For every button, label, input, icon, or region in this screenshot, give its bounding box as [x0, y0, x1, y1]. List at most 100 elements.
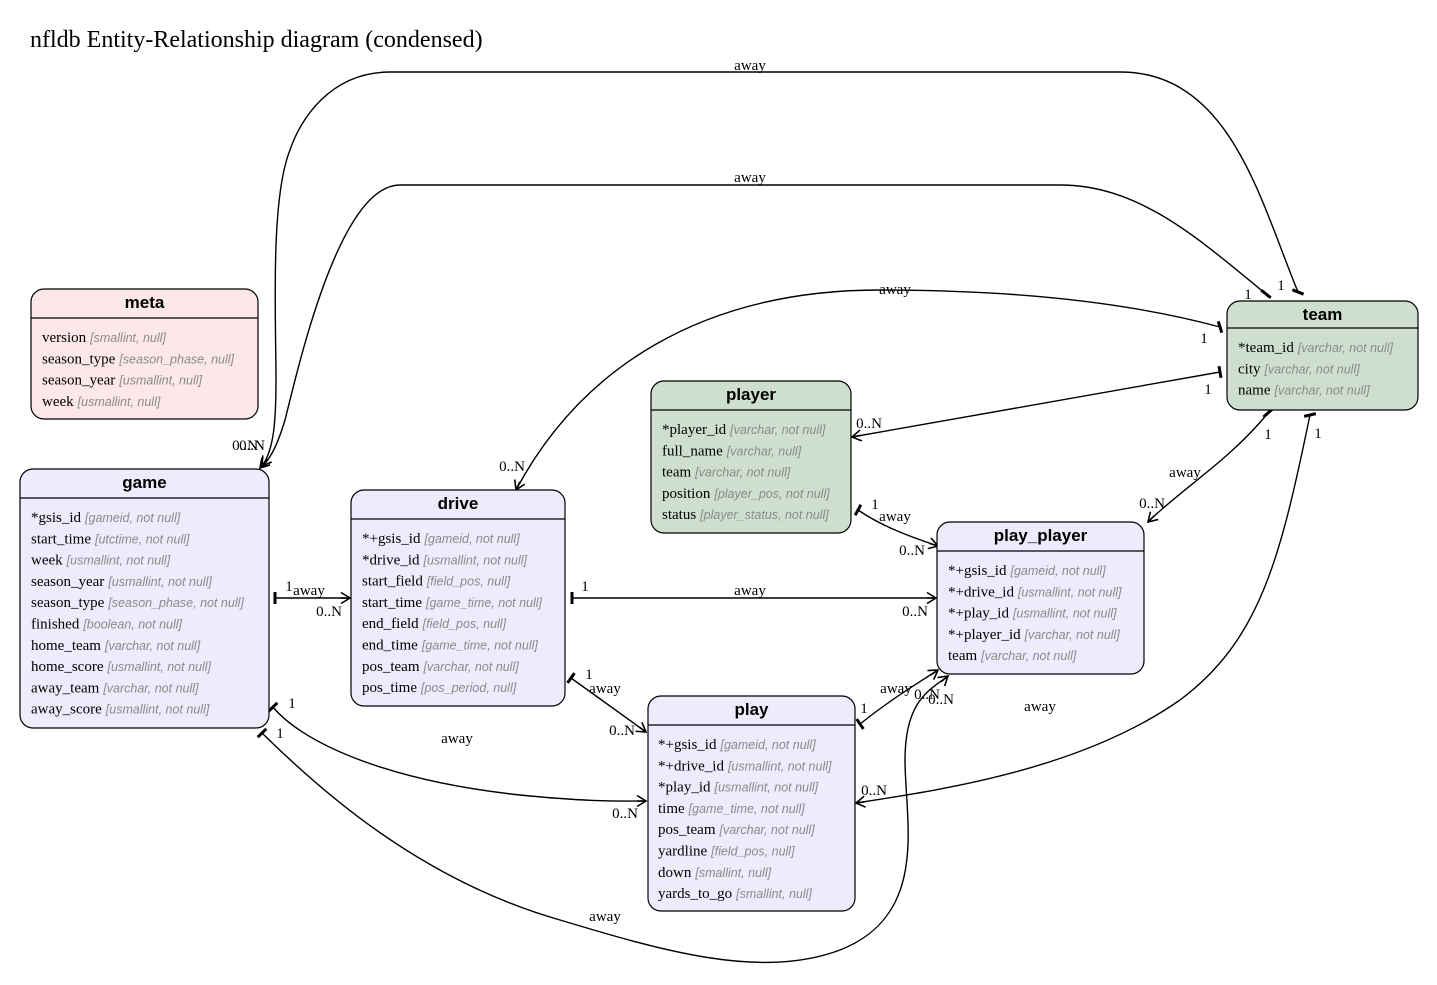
- field-name: season_year: [42, 373, 115, 389]
- relationship-line: [851, 371, 1221, 438]
- cardinality-one: 1: [1204, 382, 1212, 398]
- field-type: [player_pos, not null]: [713, 487, 830, 501]
- cardinality-many: 0..N: [861, 783, 887, 799]
- relationship-label: away: [1024, 699, 1056, 715]
- entity-field: pos_team[varchar, not null]: [658, 822, 815, 838]
- entity-title: play_player: [994, 526, 1088, 545]
- field-name: finished: [31, 617, 80, 633]
- entity-field: start_time[game_time, not null]: [362, 595, 543, 611]
- one-marker: [855, 718, 865, 730]
- entity-field: start_time[utctime, not null]: [31, 531, 190, 547]
- entity-game[interactable]: game*gsis_id[gameid, not null]start_time…: [19, 468, 270, 729]
- field-name: *gsis_id: [31, 510, 82, 526]
- many-marker: [926, 591, 938, 605]
- field-name: home_team: [31, 638, 101, 654]
- field-type: [varchar, null]: [726, 444, 802, 458]
- relationship-label: away: [589, 681, 621, 697]
- field-type: [varchar, not null]: [102, 681, 199, 695]
- many-marker: [854, 795, 867, 808]
- entity-field: *+gsis_id[gameid, not null]: [948, 563, 1106, 579]
- relationship-edges: [256, 71, 1317, 964]
- field-type: [usmallint, not null]: [1017, 585, 1122, 599]
- entity-team[interactable]: team*team_id[varchar, not null]city[varc…: [1226, 300, 1419, 411]
- relationship-line: [259, 184, 1267, 469]
- field-name: *+drive_id: [948, 584, 1014, 600]
- many-marker: [340, 591, 352, 605]
- field-type: [gameid, not null]: [1009, 564, 1106, 578]
- field-type: [utctime, not null]: [94, 532, 190, 546]
- relationship-label: away: [1169, 465, 1201, 481]
- many-marker: [513, 479, 526, 492]
- cardinality-one: 1: [288, 696, 296, 712]
- field-name: time: [658, 801, 685, 817]
- field-name: away_score: [31, 702, 102, 718]
- field-type: [usmallint, null]: [77, 395, 161, 409]
- entity-play[interactable]: play*+gsis_id[gameid, not null]*+drive_i…: [647, 695, 856, 912]
- entity-field: season_type[season_phase, not null]: [31, 595, 244, 611]
- cardinality-one: 1: [1314, 426, 1322, 442]
- field-type: [varchar, not null]: [719, 823, 816, 837]
- field-type: [usmallint, not null]: [107, 575, 212, 589]
- entity-box: [936, 521, 1145, 675]
- entity-box: [647, 695, 856, 912]
- field-type: [smallint, null]: [694, 866, 771, 880]
- entity-player[interactable]: player*player_id[varchar, not null]full_…: [650, 380, 852, 534]
- cardinality-many: 0..N: [612, 806, 638, 822]
- entity-field: *drive_id[usmallint, not null]: [362, 552, 528, 568]
- relationship-label: away: [879, 509, 911, 525]
- field-name: week: [42, 394, 74, 410]
- entity-field: pos_time[pos_period, null]: [362, 680, 517, 696]
- entity-field: *play_id[usmallint, not null]: [658, 780, 819, 796]
- cardinality-one: 1: [860, 701, 868, 717]
- field-type: [usmallint, not null]: [714, 781, 819, 795]
- entity-play-player[interactable]: play_player *+gsis_id[gameid, not null] *+…: [936, 521, 1145, 675]
- field-type: [game_time, not null]: [688, 802, 806, 816]
- field-name: *drive_id: [362, 552, 420, 568]
- field-type: [field_pos, null]: [426, 575, 511, 589]
- cardinality-one: 1: [276, 726, 284, 742]
- cardinality-one: 1: [285, 579, 293, 595]
- one-marker: [1291, 288, 1305, 296]
- entity-field: *+player_id[varchar, not null]: [948, 627, 1120, 643]
- field-name: start_time: [31, 531, 91, 547]
- field-name: week: [31, 553, 63, 569]
- one-marker: [853, 504, 863, 516]
- entity-field: *team_id[varchar, not null]: [1238, 340, 1394, 356]
- entity-field: start_field[field_pos, null]: [362, 574, 511, 590]
- many-marker: [635, 721, 648, 733]
- entity-title: play: [734, 700, 769, 719]
- field-name: status: [662, 507, 696, 523]
- cardinality-one: 1: [1200, 331, 1208, 347]
- many-marker: [927, 669, 940, 680]
- entity-title: drive: [438, 494, 479, 513]
- entity-field: away_score[usmallint, not null]: [31, 702, 210, 718]
- field-type: [boolean, not null]: [82, 618, 182, 632]
- entity-field: week[usmallint, not null]: [31, 553, 171, 569]
- cardinality-many: 0..N: [928, 692, 954, 708]
- entity-field: season_type[season_phase, null]: [42, 351, 235, 367]
- one-marker: [1303, 412, 1317, 418]
- field-type: [season_phase, null]: [118, 352, 234, 366]
- field-name: *+drive_id: [658, 758, 724, 774]
- relationship-label: away: [293, 583, 325, 599]
- entity-drive[interactable]: drive*+gsis_id[gameid, not null]*drive_i…: [350, 489, 566, 707]
- field-type: [varchar, not null]: [694, 466, 791, 480]
- field-type: [player_status, not null]: [699, 508, 829, 522]
- relationship-label: away: [589, 909, 621, 925]
- field-type: [varchar, not null]: [1297, 341, 1394, 355]
- relationship-label: away: [734, 58, 766, 74]
- field-name: season_type: [31, 595, 105, 611]
- field-type: [smallint, null]: [89, 331, 166, 345]
- entity-field: home_score[usmallint, not null]: [31, 659, 212, 675]
- field-name: pos_time: [362, 680, 417, 696]
- cardinality-many: 0..N: [316, 604, 342, 620]
- cardinality-many: 0..N: [499, 459, 525, 475]
- cardinality-one: 1: [1277, 278, 1285, 294]
- entity-field: *+drive_id[usmallint, not null]: [948, 584, 1122, 600]
- field-type: [pos_period, null]: [420, 681, 517, 695]
- entity-field: *player_id[varchar, not null]: [662, 422, 826, 438]
- relationship-label: away: [734, 170, 766, 186]
- field-name: down: [658, 865, 692, 881]
- one-marker: [267, 701, 279, 713]
